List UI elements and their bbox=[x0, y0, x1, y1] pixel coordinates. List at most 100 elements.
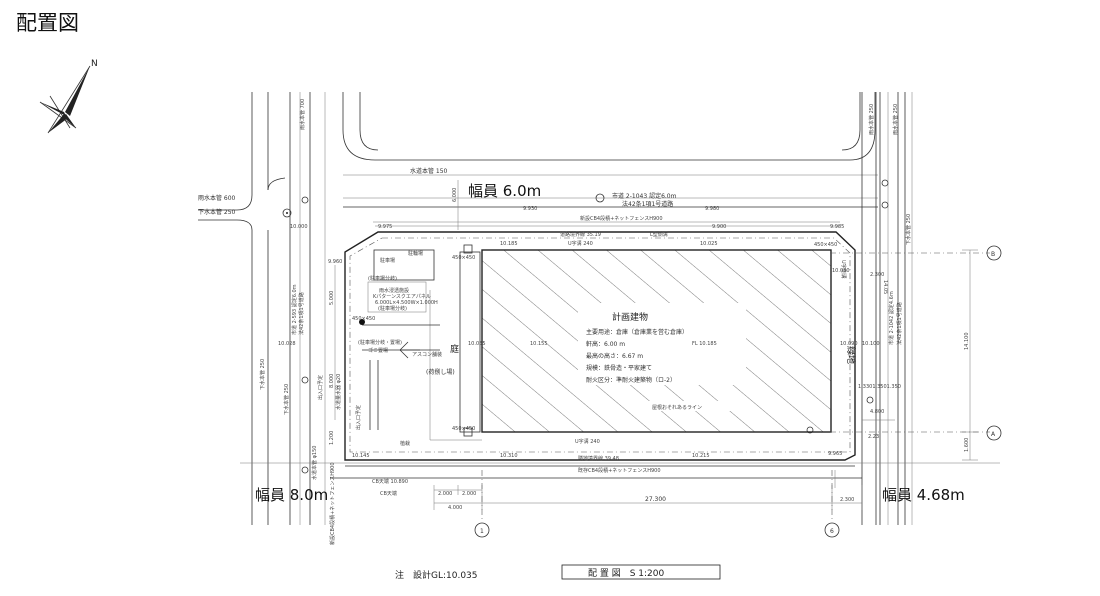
pipe-rain-east: 雨水本管 250 bbox=[892, 104, 899, 135]
water-meter-label: 水道量水器 φ20 bbox=[335, 374, 342, 410]
cb-top-label: CB天端 bbox=[380, 490, 397, 497]
west-road-name: 市道 2-593 認定6.0m bbox=[291, 284, 298, 335]
pipe-water-north: 水道本管 150 bbox=[410, 167, 448, 175]
level: 9.980 bbox=[705, 206, 719, 212]
dim-label: 2.300 bbox=[870, 272, 884, 278]
building-name: 計画建物 bbox=[612, 311, 648, 323]
grid-col-1: 1 bbox=[480, 528, 484, 535]
dim-label: 8.000 bbox=[329, 374, 335, 388]
level: 9.900 bbox=[712, 224, 726, 230]
level: 10.145 bbox=[352, 453, 370, 459]
tank-label-4: (駐車場分岐) bbox=[378, 305, 407, 312]
building-height: 最高の高さ：6.67 m bbox=[586, 352, 643, 360]
dim-label: 1.200 bbox=[329, 431, 335, 445]
building-scale: 規模：鉄骨造・平家建て bbox=[586, 364, 652, 372]
parking-sub: (駐車場分岐) bbox=[368, 275, 397, 282]
level: 10.310 bbox=[500, 453, 518, 459]
dim-label: 14.05 bbox=[882, 280, 888, 294]
bike-label: 駐輪場 bbox=[408, 250, 423, 257]
pipe-rain-north-right: 雨水本管 250 bbox=[868, 104, 875, 135]
south-fence-label: 既存CB4段積+ネットフェンスH900 bbox=[578, 467, 661, 474]
east-road-name: 市道 2-1042 認定4.6m bbox=[888, 291, 895, 345]
pipe-water-west: 水道本管 φ150 bbox=[311, 446, 318, 480]
level: 10.025 bbox=[700, 241, 718, 247]
pipe-sewer-250: 下水本管 250 bbox=[198, 208, 236, 216]
u-gutter-north: U字溝 240 bbox=[568, 240, 593, 247]
tank-label-3: 6.000L×4.500W×1.000H bbox=[375, 300, 438, 306]
east-road-width: 幅員 4.68m bbox=[882, 486, 965, 504]
level: 9.975 bbox=[378, 224, 392, 230]
grid-row-a: A bbox=[991, 431, 996, 438]
dim-label: 2.000 bbox=[462, 491, 476, 497]
north-setback-label: 道路境界線 35.19 bbox=[560, 231, 601, 238]
dim-label: 2.000 bbox=[438, 491, 452, 497]
cb-label: CB天端 10.890 bbox=[372, 478, 408, 485]
hidden-line-label: 屋根おそれあるライン bbox=[652, 404, 702, 411]
north-label: N bbox=[91, 59, 98, 69]
north-fence-label: 新設CB4段積+ネットフェンスH900 bbox=[580, 215, 663, 222]
building-fire: 耐火区分：準耐火建築物（ロ-2） bbox=[586, 376, 676, 384]
north-road-name: 市道 2-1043 認定6.0m bbox=[612, 192, 677, 200]
site-boundary bbox=[344, 221, 856, 467]
gate-label-2: 出入口予定 bbox=[355, 405, 362, 430]
yard-note: (荷捌し場) bbox=[426, 368, 455, 376]
level: 10.185 bbox=[500, 241, 518, 247]
dim-label: 2.23 bbox=[868, 434, 879, 440]
dim-label: 6.000 bbox=[452, 188, 458, 202]
design-gl-note: 注 設計GL:10.035 bbox=[395, 569, 478, 581]
dim-label: 450×450 bbox=[352, 316, 375, 322]
dim-label: 2.300 bbox=[840, 497, 854, 503]
level: 10.215 bbox=[692, 453, 710, 459]
dim-label: 450×450 bbox=[452, 426, 475, 432]
building-use: 主要用途：倉庫（倉庫業を営む倉庫） bbox=[586, 328, 688, 336]
level: 10.035 bbox=[468, 341, 486, 347]
page-title: 配置図 bbox=[16, 11, 79, 35]
pipe-rain-600: 雨水本管 600 bbox=[198, 194, 236, 202]
level: 9.930 bbox=[523, 206, 537, 212]
dim-label: 450×450 bbox=[452, 255, 475, 261]
dim-label: 5.000 bbox=[329, 291, 335, 305]
level: 10.090 bbox=[840, 341, 858, 347]
asphalt-label: アスコン舗装 bbox=[412, 351, 442, 358]
west-road-width: 幅員 8.0m bbox=[255, 486, 328, 504]
level: 10.000 bbox=[290, 224, 308, 230]
tank-label-2: Kパターンスクエアパネル bbox=[373, 293, 431, 300]
level: 10.100 bbox=[862, 341, 880, 347]
pipe-sewer-west: 下水本管 250 bbox=[259, 359, 266, 390]
south-setback-label: 隣地境界線 39.48 bbox=[578, 455, 619, 462]
grid-markers bbox=[474, 245, 1002, 538]
north-road-width: 幅員 6.0m bbox=[468, 182, 541, 200]
dim-label: 14.100 bbox=[964, 333, 970, 351]
dimension-lines bbox=[334, 180, 978, 510]
scale-label: 配 置 図 S 1:200 bbox=[588, 568, 665, 579]
road-lines bbox=[198, 92, 1000, 525]
east-road-type: 法42条1項1号道路 bbox=[896, 302, 903, 345]
u-gutter-south: U字溝 240 bbox=[575, 438, 600, 445]
dim-label: 1.3301.3501.350 bbox=[858, 384, 901, 390]
dim-label: 4.800 bbox=[870, 409, 884, 415]
plant-label: 植栽 bbox=[400, 440, 410, 447]
yard-structures bbox=[359, 244, 482, 441]
pipe-rain-west-top: 雨水本管 700 bbox=[299, 99, 306, 130]
north-road-type: 法42条1項1号道路 bbox=[622, 200, 673, 208]
level: FL 10.185 bbox=[692, 341, 717, 347]
west-fence-label: 新設CB4段積+ネットフェンスH900 bbox=[329, 463, 336, 546]
gate-label: 出入口予定 bbox=[317, 375, 324, 400]
level: 9.960 bbox=[328, 259, 342, 265]
manholes bbox=[282, 179, 889, 474]
tank-label-1: 雨水浸透施設 bbox=[379, 287, 409, 294]
level: 10.028 bbox=[278, 341, 296, 347]
side-ditch-label: U字側溝 bbox=[840, 260, 847, 279]
north-l-gutter: L型側溝 bbox=[650, 231, 668, 238]
dim-label: 1.600 bbox=[964, 438, 970, 452]
level: 9.985 bbox=[830, 224, 844, 230]
north-arrow-icon bbox=[39, 65, 91, 134]
trash-label: ゴミ置場 bbox=[368, 347, 388, 354]
green-label: 緑地 bbox=[845, 346, 857, 364]
pipe-sewer-east: 下水本管 250 bbox=[905, 214, 912, 245]
level: 10.155 bbox=[530, 341, 548, 347]
level: 10.030 bbox=[832, 268, 850, 274]
trash-sub: (駐車場分岐・置場) bbox=[358, 339, 402, 346]
dim-label: 4.000 bbox=[448, 505, 462, 511]
pipe-sewer-west-2: 下水本管 250 bbox=[283, 384, 290, 415]
